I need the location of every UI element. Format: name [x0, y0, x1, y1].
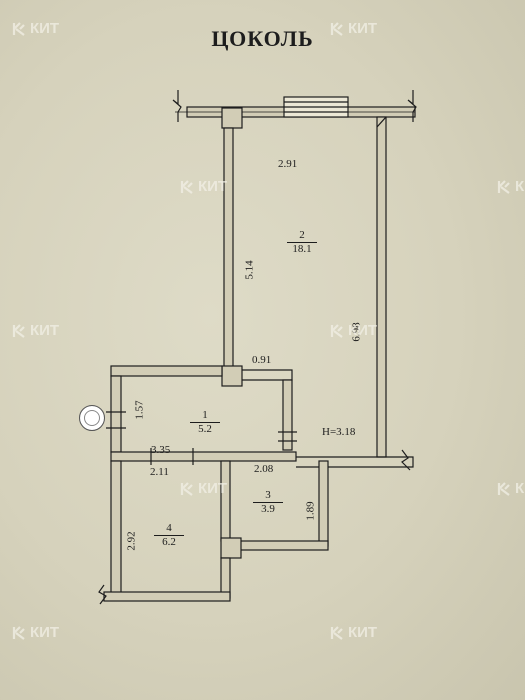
room3-bottom-wall [239, 540, 329, 551]
watermark: КИТ [497, 480, 525, 497]
kit-logo-icon [330, 625, 343, 640]
watermark-text: КИТ [198, 480, 228, 497]
room-2-number: 2 [287, 229, 317, 243]
room-2-label: 2 18.1 [287, 229, 317, 256]
kit-logo-icon [12, 323, 25, 338]
watermark-text: КИТ [30, 322, 60, 339]
watermark: КИТ [12, 20, 59, 37]
room-1-label: 1 5.2 [190, 409, 220, 436]
column-top [221, 107, 243, 129]
room2-left-wall [223, 127, 234, 369]
kit-logo-icon [180, 481, 193, 496]
room-4-number: 4 [154, 522, 184, 536]
room2-right-wall [376, 116, 387, 458]
room-3-number: 3 [253, 489, 283, 503]
kit-logo-icon [180, 179, 193, 194]
watermark: КИТ [12, 624, 59, 641]
kit-logo-icon [12, 21, 25, 36]
room-4-area: 6.2 [162, 536, 176, 548]
entry-marker-icon [79, 405, 105, 431]
kit-logo-icon [330, 21, 343, 36]
watermark-text: КИТ [348, 20, 378, 37]
corridor-top-wall [242, 369, 293, 381]
kit-logo-icon [12, 625, 25, 640]
dim-top-width: 2.91 [278, 158, 298, 170]
room-4-label: 4 6.2 [154, 522, 184, 549]
dim-corridor-top: 0.91 [252, 354, 272, 366]
watermark: КИТ [330, 20, 377, 37]
watermark-text: КИТ [30, 624, 60, 641]
watermark: КИТ [180, 480, 227, 497]
dim-room4-top: 2.11 [150, 466, 169, 478]
room-3-label: 3 3.9 [253, 489, 283, 516]
dim-room3-top: 2.08 [254, 463, 274, 475]
room1-top-wall [110, 365, 223, 377]
column-bottom [220, 537, 242, 559]
kit-logo-icon [497, 179, 510, 194]
kit-logo-icon [330, 323, 343, 338]
dim-room1-left: 1.57 [133, 400, 146, 420]
watermark: КИТ [330, 322, 377, 339]
room-3-area: 3.9 [261, 503, 275, 515]
top-wall-break-right [407, 90, 417, 122]
room1-left-wall [110, 375, 122, 453]
watermark: КИТ [12, 322, 59, 339]
room-2-area: 18.1 [292, 243, 312, 255]
dim-room1-bottom: 3.35 [151, 444, 171, 456]
column-middle [221, 365, 243, 387]
height-label: H=3.18 [322, 426, 356, 438]
plan-title: ЦОКОЛЬ [211, 26, 314, 51]
watermark-text: КИТ [515, 480, 525, 497]
room1-bottom-wall [110, 451, 297, 462]
watermark-text: КИТ [515, 178, 525, 195]
room-1-area: 5.2 [198, 423, 212, 435]
room-1-number: 1 [190, 409, 220, 423]
watermark: КИТ [330, 624, 377, 641]
watermark-text: КИТ [30, 20, 60, 37]
room4-bottom-wall [103, 591, 231, 602]
bottom-break-left [98, 584, 107, 605]
top-wall-break-left [172, 90, 182, 122]
floor-break-right [401, 449, 411, 471]
room3-right-wall [318, 460, 329, 547]
watermark-text: КИТ [348, 624, 378, 641]
dim-room4-left: 2.92 [125, 531, 138, 551]
dim-room2-left: 5.14 [243, 260, 256, 280]
room3-left-wall [220, 460, 231, 542]
floor-right [296, 456, 414, 468]
room4-left-wall [110, 460, 122, 599]
watermark: КИТ [497, 178, 525, 195]
kit-logo-icon [497, 481, 510, 496]
watermark: КИТ [180, 178, 227, 195]
watermark-text: КИТ [198, 178, 228, 195]
dim-room3-right: 1.89 [304, 501, 317, 521]
watermark-text: КИТ [348, 322, 378, 339]
